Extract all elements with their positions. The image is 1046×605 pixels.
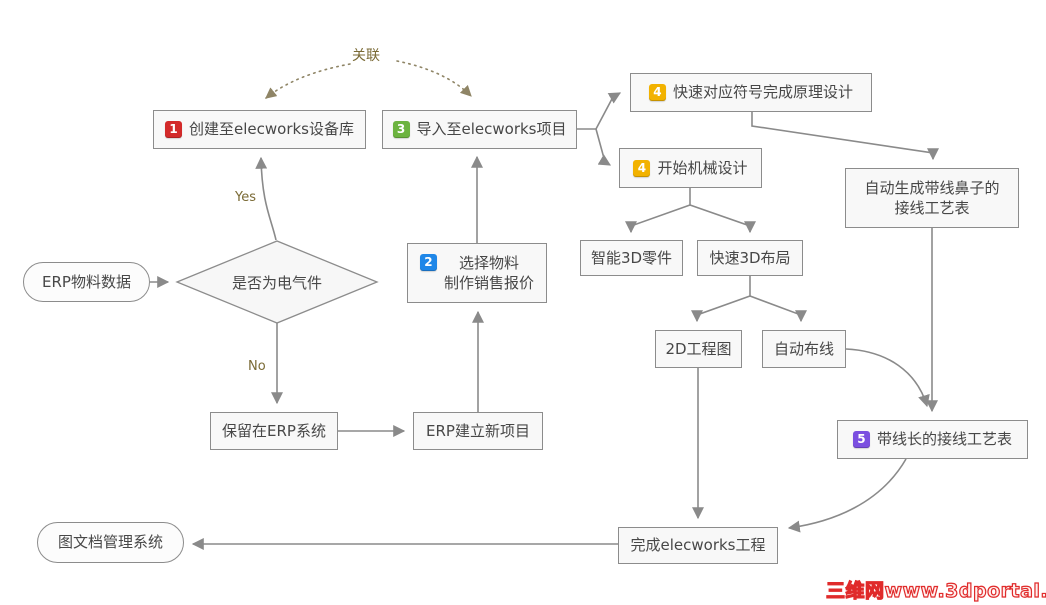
node-symbol-design: 4 快速对应符号完成原理设计 — [630, 73, 872, 112]
node-label: 保留在ERP系统 — [222, 421, 326, 440]
step-badge-1: 1 — [165, 121, 182, 138]
step-badge-3: 3 — [392, 121, 410, 138]
node-label: 快速对应符号完成原理设计 — [672, 83, 853, 102]
node-label: 2D工程图 — [665, 339, 732, 358]
association-label: 关联 — [352, 48, 380, 64]
node-create-device-lib: 1 创建至elecworks设备库 — [153, 110, 366, 149]
node-label: 完成elecworks工程 — [630, 536, 766, 555]
node-label: 开始机械设计 — [657, 158, 748, 177]
node-label: 快速3D布局 — [709, 248, 791, 267]
node-wire-lug-table: 自动生成带线鼻子的 接线工艺表 — [845, 168, 1019, 228]
decision-diamond-shape — [175, 240, 379, 324]
node-label: 带线长的接线工艺表 — [876, 430, 1012, 449]
node-auto-routing: 自动布线 — [762, 330, 846, 368]
node-doc-mgmt-system: 图文档管理系统 — [37, 522, 184, 563]
step-badge-4a: 4 — [648, 84, 666, 101]
node-label: 自动布线 — [773, 339, 834, 358]
node-label: 图文档管理系统 — [57, 533, 163, 552]
node-label: 创建至elecworks设备库 — [189, 120, 354, 139]
node-is-electrical: 是否为电气件 — [187, 266, 367, 298]
node-label: 是否为电气件 — [231, 273, 322, 292]
step-badge-4b: 4 — [633, 159, 651, 177]
node-keep-in-erp: 保留在ERP系统 — [210, 412, 338, 450]
node-label: 选择物料 制作销售报价 — [443, 253, 534, 292]
node-select-material: 2 选择物料 制作销售报价 — [407, 243, 547, 303]
node-erp-new-project: ERP建立新项目 — [413, 412, 543, 450]
step-badge-2: 2 — [419, 254, 437, 271]
site-watermark: 三维网www.3dportal.cn — [825, 579, 1046, 602]
no-label: No — [248, 359, 266, 374]
node-label: 导入至elecworks项目 — [416, 120, 567, 139]
node-smart-3d-parts: 智能3D零件 — [580, 240, 683, 276]
node-fast-3d-layout: 快速3D布局 — [697, 240, 803, 276]
node-erp-material-data: ERP物料数据 — [23, 262, 150, 302]
node-mech-design: 4 开始机械设计 — [619, 148, 762, 188]
yes-label: Yes — [235, 190, 256, 205]
node-label: ERP物料数据 — [42, 272, 131, 291]
node-label: 智能3D零件 — [590, 248, 673, 267]
node-finish-project: 完成elecworks工程 — [618, 527, 778, 564]
node-label: 自动生成带线鼻子的 接线工艺表 — [864, 178, 1000, 217]
node-wire-length-table: 5 带线长的接线工艺表 — [837, 420, 1028, 459]
step-badge-5: 5 — [852, 431, 870, 448]
node-label: ERP建立新项目 — [426, 421, 530, 440]
node-import-project: 3 导入至elecworks项目 — [382, 110, 577, 149]
node-2d-drawing: 2D工程图 — [655, 330, 742, 368]
